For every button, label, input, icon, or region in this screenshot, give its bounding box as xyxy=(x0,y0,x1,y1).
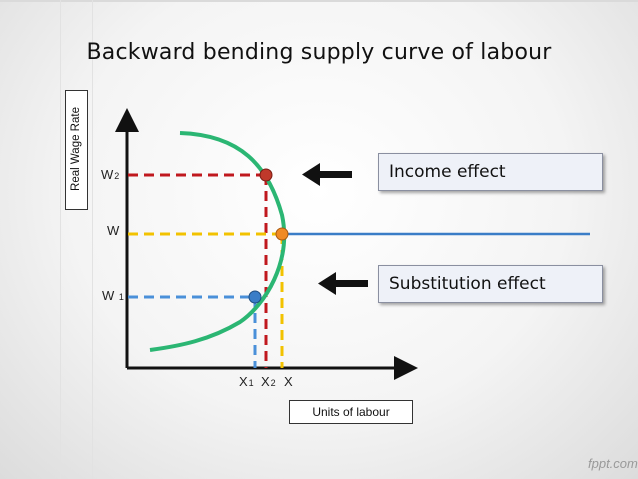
x-tick-x: X xyxy=(284,374,293,389)
x-axis-label: Units of labour xyxy=(289,400,413,424)
decor-line-left-2 xyxy=(92,0,93,479)
y-axis-label-box xyxy=(65,90,88,210)
point-w2 xyxy=(259,168,273,182)
point-w xyxy=(275,227,289,241)
decor-line-left xyxy=(60,0,61,479)
y-tick-w1: W 1 xyxy=(102,288,124,303)
slide-title: Backward bending supply curve of labour xyxy=(86,40,552,65)
top-stripe xyxy=(0,0,638,2)
point-w1 xyxy=(248,290,262,304)
income-effect-box: Income effect xyxy=(378,153,603,191)
substitution-effect-box: Substitution effect xyxy=(378,265,603,303)
supply-curve xyxy=(149,131,287,352)
substitution-arrow-icon xyxy=(318,272,368,295)
x-tick-x2: X2 xyxy=(261,374,276,389)
watermark: fppt.com xyxy=(588,456,638,471)
y-tick-w: W xyxy=(107,223,120,238)
x-tick-x1: X1 xyxy=(239,374,254,389)
income-arrow-icon xyxy=(302,163,352,186)
y-tick-w2: W2 xyxy=(101,167,120,182)
